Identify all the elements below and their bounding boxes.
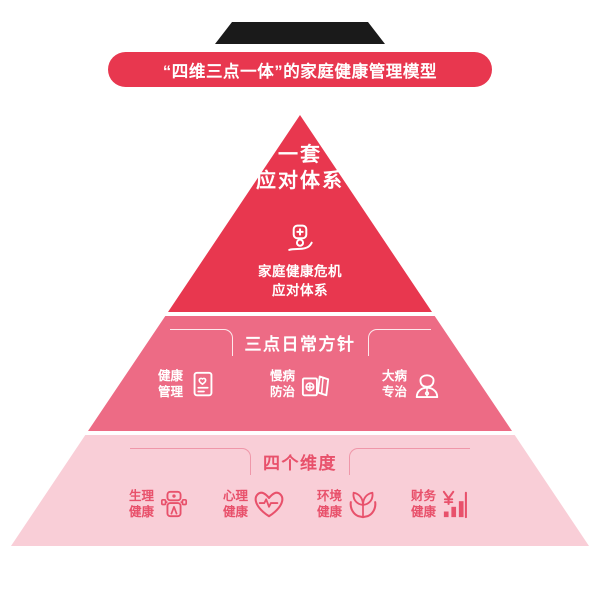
item-label-line2: 健康 (222, 505, 248, 519)
middle-tier-item-health-management[interactable]: 健康 管理 (158, 368, 218, 400)
bracket-right-decoration (367, 329, 431, 356)
pyramid-tier-top-shape (168, 115, 432, 312)
pyramid-tier-bottom-shape (11, 435, 589, 546)
health-record-heart-icon (188, 369, 218, 399)
heart-pulse-icon (253, 489, 284, 519)
item-label-line2: 管理 (157, 385, 183, 399)
item-label-line2: 健康 (317, 505, 343, 519)
item-label-line1: 大病 (382, 369, 408, 383)
middle-tier-item-chronic-disease[interactable]: 慢病 防治 (270, 368, 330, 400)
item-label-line1: 心理 (222, 489, 248, 503)
hands-leaf-icon (347, 489, 377, 519)
item-label-line2: 健康 (411, 505, 437, 519)
item-label: 环境 健康 (317, 488, 342, 520)
middle-tier-heading: 三点日常方针 (244, 335, 356, 354)
item-label: 心理 健康 (223, 488, 248, 520)
item-label-line1: 环境 (317, 489, 343, 503)
pyramid-tier-middle-shape (88, 316, 512, 431)
yuan-bar-chart-icon (441, 489, 471, 519)
item-label-line1: 生理 (128, 489, 154, 503)
item-label: 慢病 防治 (270, 368, 295, 400)
bottom-tier-heading-row: 四个维度 (0, 448, 600, 475)
item-label-line1: 健康 (157, 369, 183, 383)
middle-tier-item-serious-illness[interactable]: 大病 专治 (382, 368, 442, 400)
bottom-tier-heading: 四个维度 (263, 454, 337, 473)
top-tier-subtitle-line1: 家庭健康危机 (258, 264, 342, 279)
item-label: 健康 管理 (158, 368, 183, 400)
item-label-line1: 慢病 (269, 369, 295, 383)
bracket-left-decoration (169, 329, 233, 356)
top-tier-heading: 一套 应对体系 (0, 142, 600, 194)
top-tier-heading-line2: 应对体系 (256, 170, 344, 192)
item-label-line1: 财务 (411, 489, 437, 503)
bottom-tier-item-physical-health[interactable]: 生理 健康 (129, 488, 189, 520)
item-label: 大病 专治 (382, 368, 407, 400)
bottom-tier-item-financial-health[interactable]: 财务 健康 (411, 488, 471, 520)
title-banner: “四维三点一体”的家庭健康管理模型 (108, 52, 492, 87)
bottom-tier-item-mental-health[interactable]: 心理 健康 (223, 488, 284, 520)
hospital-building-icon (300, 369, 330, 399)
bottom-tier-item-environmental-health[interactable]: 环境 健康 (317, 488, 377, 520)
doctor-person-icon (412, 369, 442, 399)
top-tier-subtitle: 家庭健康危机 应对体系 (0, 262, 600, 300)
middle-tier-heading-row: 三点日常方针 (0, 329, 600, 356)
bracket-left-decoration-pink (130, 448, 251, 475)
top-tier-subtitle-line2: 应对体系 (272, 283, 328, 298)
item-label-line2: 健康 (128, 505, 154, 519)
middle-tier-items: 健康 管理 慢病 防治 (0, 368, 600, 400)
header-notch-shape (215, 22, 385, 44)
top-tier-heading-line1: 一套 (278, 144, 322, 166)
bracket-right-decoration-pink (349, 448, 470, 475)
top-tier-icon-wrap (0, 222, 600, 263)
item-label-line2: 专治 (382, 385, 408, 399)
item-label-line2: 防治 (269, 385, 295, 399)
item-label: 生理 健康 (129, 488, 154, 520)
item-label: 财务 健康 (411, 488, 436, 520)
hand-holding-medical-cross-icon (288, 224, 313, 251)
page-title: “四维三点一体”的家庭健康管理模型 (162, 62, 438, 81)
body-dumbbell-icon (159, 489, 189, 519)
bottom-tier-items: 生理 健康 心理 健康 (0, 488, 600, 520)
